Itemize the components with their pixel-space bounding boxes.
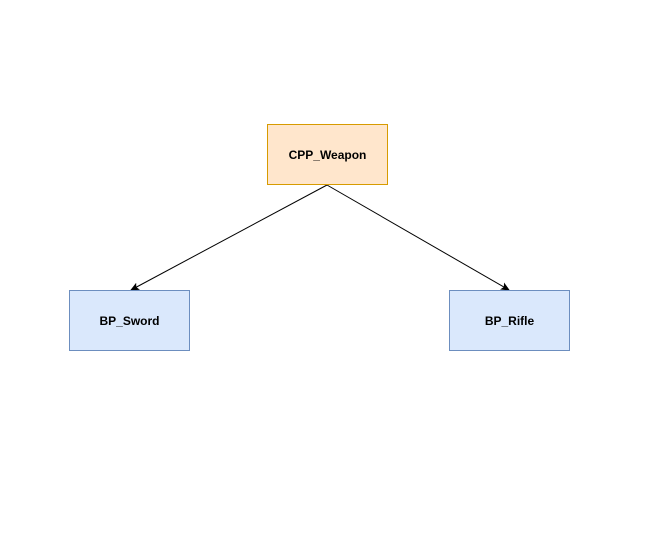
node-cpp-weapon[interactable]: CPP_Weapon	[267, 124, 388, 185]
edge-base-to-rifle	[326, 184, 510, 291]
node-bp-sword[interactable]: BP_Sword	[69, 290, 190, 351]
node-label: BP_Rifle	[484, 313, 535, 328]
node-bp-rifle[interactable]: BP_Rifle	[449, 290, 570, 351]
edge-base-to-sword	[130, 184, 328, 291]
node-label: CPP_Weapon	[288, 147, 367, 162]
node-label: BP_Sword	[99, 313, 160, 328]
